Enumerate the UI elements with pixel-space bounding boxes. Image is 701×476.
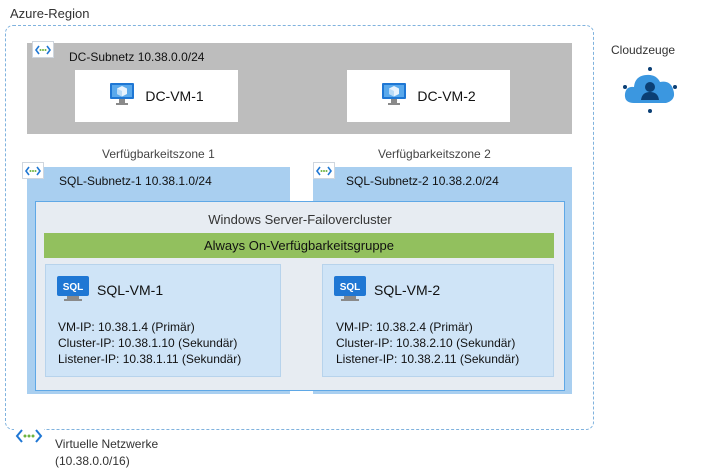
sql-subnet-1-label: SQL-Subnetz-1 10.38.1.0/24 — [59, 174, 212, 188]
azure-region-label: Azure-Region — [10, 6, 90, 21]
dc-subnet-label: DC-Subnetz 10.38.0.0/24 — [69, 50, 205, 64]
svg-text:SQL: SQL — [63, 282, 84, 293]
sql-vm-1-vm-ip: VM-IP: 10.38.1.4 (Primär) — [58, 320, 195, 334]
vnet-icon — [32, 41, 54, 58]
dc-vm-2-label: DC-VM-2 — [417, 88, 476, 104]
svg-text:SQL: SQL — [340, 282, 361, 293]
vm-monitor-icon — [381, 81, 407, 112]
dc-vm-1[interactable]: DC-VM-1 — [75, 70, 238, 122]
availability-group-bar: Always On-Verfügbarkeitsgruppe — [44, 233, 554, 258]
azure-region-boundary — [5, 25, 594, 430]
cloud-witness-label: Cloudzeuge — [611, 43, 676, 57]
sql-database-icon: SQL — [334, 276, 366, 307]
sql-vm-2-vm-ip: VM-IP: 10.38.2.4 (Primär) — [336, 320, 473, 334]
sql-vm-2-cluster-ip: Cluster-IP: 10.38.2.10 (Sekundär) — [336, 336, 516, 350]
failover-cluster-title: Windows Server-Failovercluster — [208, 212, 392, 227]
virtual-networks-legend: Virtuelle Netzwerke (10.38.0.0/16) — [55, 436, 158, 470]
sql-vm-2-name: SQL-VM-2 — [374, 282, 441, 298]
dc-vm-1-label: DC-VM-1 — [145, 88, 204, 104]
cloud-witness-icon[interactable] — [622, 65, 678, 120]
dc-vm-2[interactable]: DC-VM-2 — [347, 70, 510, 122]
vnet-icon — [22, 162, 44, 179]
availability-zone-2-label: Verfügbarkeitszone 2 — [378, 147, 491, 161]
sql-subnet-2-label: SQL-Subnetz-2 10.38.2.0/24 — [346, 174, 499, 188]
sql-vm-2-listener-ip: Listener-IP: 10.38.2.11 (Sekundär) — [336, 352, 520, 366]
sql-vm-1-name: SQL-VM-1 — [97, 282, 164, 298]
virtual-networks-label: Virtuelle Netzwerke — [55, 437, 159, 451]
virtual-networks-cidr: (10.38.0.0/16) — [55, 454, 130, 468]
vnet-icon — [313, 162, 335, 179]
availability-zone-1-label: Verfügbarkeitszone 1 — [102, 147, 215, 161]
sql-vm-1-listener-ip: Listener-IP: 10.38.1.11 (Sekundär) — [58, 352, 242, 366]
sql-vm-1-cluster-ip: Cluster-IP: 10.38.1.10 (Sekundär) — [58, 336, 238, 350]
vnet-icon — [14, 426, 44, 446]
availability-group-label: Always On-Verfügbarkeitsgruppe — [203, 238, 395, 253]
vm-monitor-icon — [109, 81, 135, 112]
sql-database-icon: SQL — [57, 276, 89, 307]
